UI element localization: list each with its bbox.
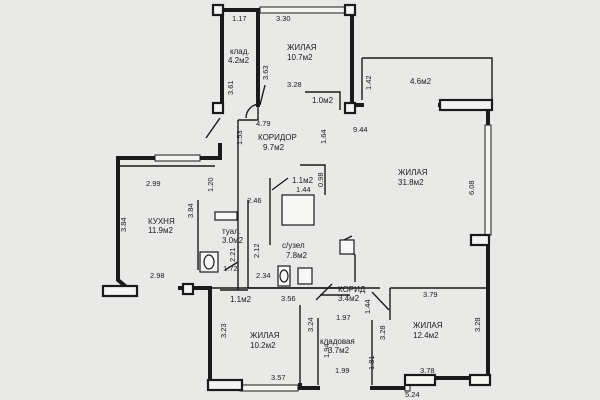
dim-label: 2.98 — [150, 271, 165, 280]
windows — [154, 6, 492, 392]
columns — [101, 3, 494, 392]
nook-area: 1.0м2 — [312, 96, 334, 105]
dim-label: 1.44 — [363, 299, 372, 314]
dim-label: 3.23 — [219, 323, 228, 338]
washer-fixture — [339, 239, 355, 255]
closet-b-area: 1.1м2 — [230, 295, 252, 304]
dim-label: 3.57 — [271, 373, 286, 382]
room-living-large-name: ЖИЛАЯ — [398, 168, 428, 177]
room-kitchen-area: 11.9м2 — [148, 226, 173, 235]
dim-label: 3.63 — [261, 65, 270, 80]
doors — [205, 84, 390, 311]
dim-label: 3.61 — [226, 80, 235, 95]
dim-label: 5.24 — [405, 390, 420, 399]
room-bathroom-area: 7.8м2 — [286, 251, 308, 260]
dim-label: 3.84 — [186, 203, 195, 218]
dim-label: 1.81 — [367, 355, 376, 370]
room-kitchen-name: КУХНЯ — [148, 217, 175, 226]
room-living-bottom-area: 10.2м2 — [250, 341, 276, 350]
room-corridor-small-name: КОРИД — [338, 285, 366, 294]
room-bathroom-name: с/узел — [282, 241, 305, 250]
dim-label: 6.08 — [467, 180, 476, 195]
dim-label: 2.21 — [228, 247, 237, 262]
room-living-right-area: 12.4м2 — [413, 331, 439, 340]
bathtub-fixture — [281, 194, 315, 226]
dim-label: 1.97 — [336, 313, 351, 322]
dim-label: 3.28 — [378, 325, 387, 340]
dim-label: 2.12 — [252, 243, 261, 258]
dim-label: 1.64 — [319, 129, 328, 144]
room-toilet-area: 3.0м2 — [222, 236, 244, 245]
dim-label: 1.53 — [235, 130, 244, 145]
dim-label: 4.79 — [256, 119, 271, 128]
dim-label: 1.42 — [364, 75, 373, 90]
dim-label: 1.17 — [232, 14, 247, 23]
room-corridor-area: 9.7м2 — [263, 143, 285, 152]
dim-label: 2.46 — [247, 196, 262, 205]
dim-label: 3.24 — [306, 317, 315, 332]
room-labels: клад. 4.2м2 ЖИЛАЯ 10.7м2 КОРИДОР 9.7м2 Ж… — [148, 43, 443, 355]
balcony-area: 4.6м2 — [410, 77, 432, 86]
dim-label: 1.72 — [223, 264, 238, 273]
dim-label: 3.56 — [281, 294, 296, 303]
room-living-top-area: 10.7м2 — [287, 53, 313, 62]
closet-a-area: 1.1м2 — [292, 176, 314, 185]
area-labels: 4.6м2 1.0м2 1.1м2 1.1м2 — [230, 77, 432, 304]
room-pantry-name: кладовая — [320, 337, 355, 346]
room-corridor-small-area: 3.4м2 — [338, 294, 360, 303]
dim-label: 3.79 — [423, 290, 438, 299]
dim-label: 9.44 — [353, 125, 368, 134]
room-living-large-area: 31.8м2 — [398, 178, 424, 187]
dim-label: 3.84 — [119, 217, 128, 232]
dimension-labels: 1.17 3.30 3.28 4.79 9.44 2.99 1.44 2.46 … — [119, 14, 482, 399]
dim-label: 2.99 — [146, 179, 161, 188]
dim-label: 1.94 — [322, 343, 331, 358]
room-storage-top-area: 4.2м2 — [228, 56, 250, 65]
dim-label: 2.34 — [256, 271, 271, 280]
room-living-right-name: ЖИЛАЯ — [413, 321, 443, 330]
room-living-top-name: ЖИЛАЯ — [287, 43, 317, 52]
room-living-bottom-name: ЖИЛАЯ — [250, 331, 280, 340]
dim-label: 3.28 — [473, 317, 482, 332]
dim-label: 1.44 — [296, 185, 311, 194]
sink-fixture — [297, 267, 313, 285]
room-toilet-name: туал. — [222, 227, 241, 236]
fixtures — [199, 194, 355, 287]
room-corridor-name: КОРИДОР — [258, 133, 297, 142]
dim-label: 0.98 — [316, 172, 325, 187]
kitchen-counter — [214, 211, 238, 221]
dim-label: 1.20 — [206, 177, 215, 192]
room-pantry-area: 3.7м2 — [328, 346, 350, 355]
dim-label: 3.30 — [276, 14, 291, 23]
dim-label: 3.78 — [420, 366, 435, 375]
dim-label: 1.99 — [335, 366, 350, 375]
room-storage-top-name: клад. — [230, 47, 250, 56]
dim-label: 3.28 — [287, 80, 302, 89]
